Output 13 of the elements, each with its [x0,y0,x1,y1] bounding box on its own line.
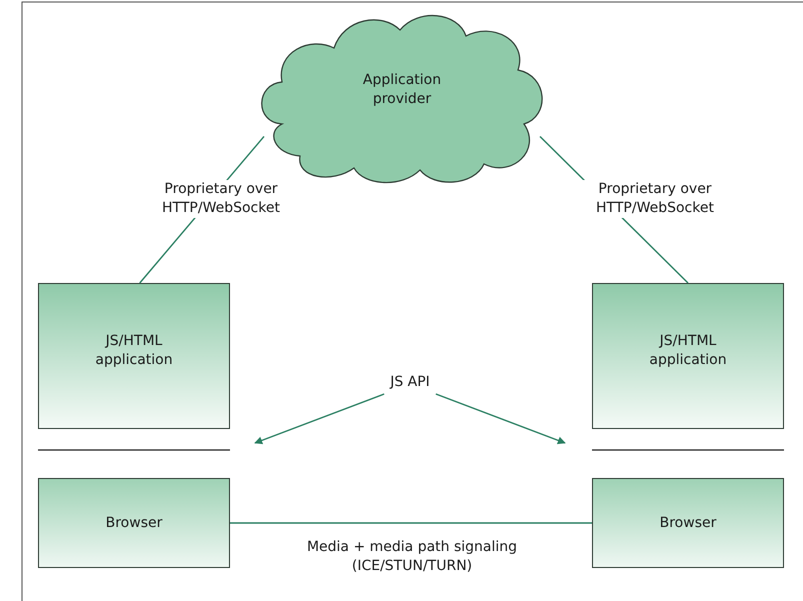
arrow [436,393,566,444]
node-label: Browser [106,514,162,532]
arrow [254,393,384,444]
api-label: JS API [390,372,430,392]
node-label: JS/HTML application [94,332,174,370]
application-box [38,283,230,429]
browser-box [38,478,230,568]
application-box [592,283,784,429]
node-label: Browser [660,514,716,532]
connector-line [230,522,592,524]
browser-box [592,478,784,568]
node-label: Application provider [362,71,442,109]
node-label: JS/HTML application [648,332,728,370]
